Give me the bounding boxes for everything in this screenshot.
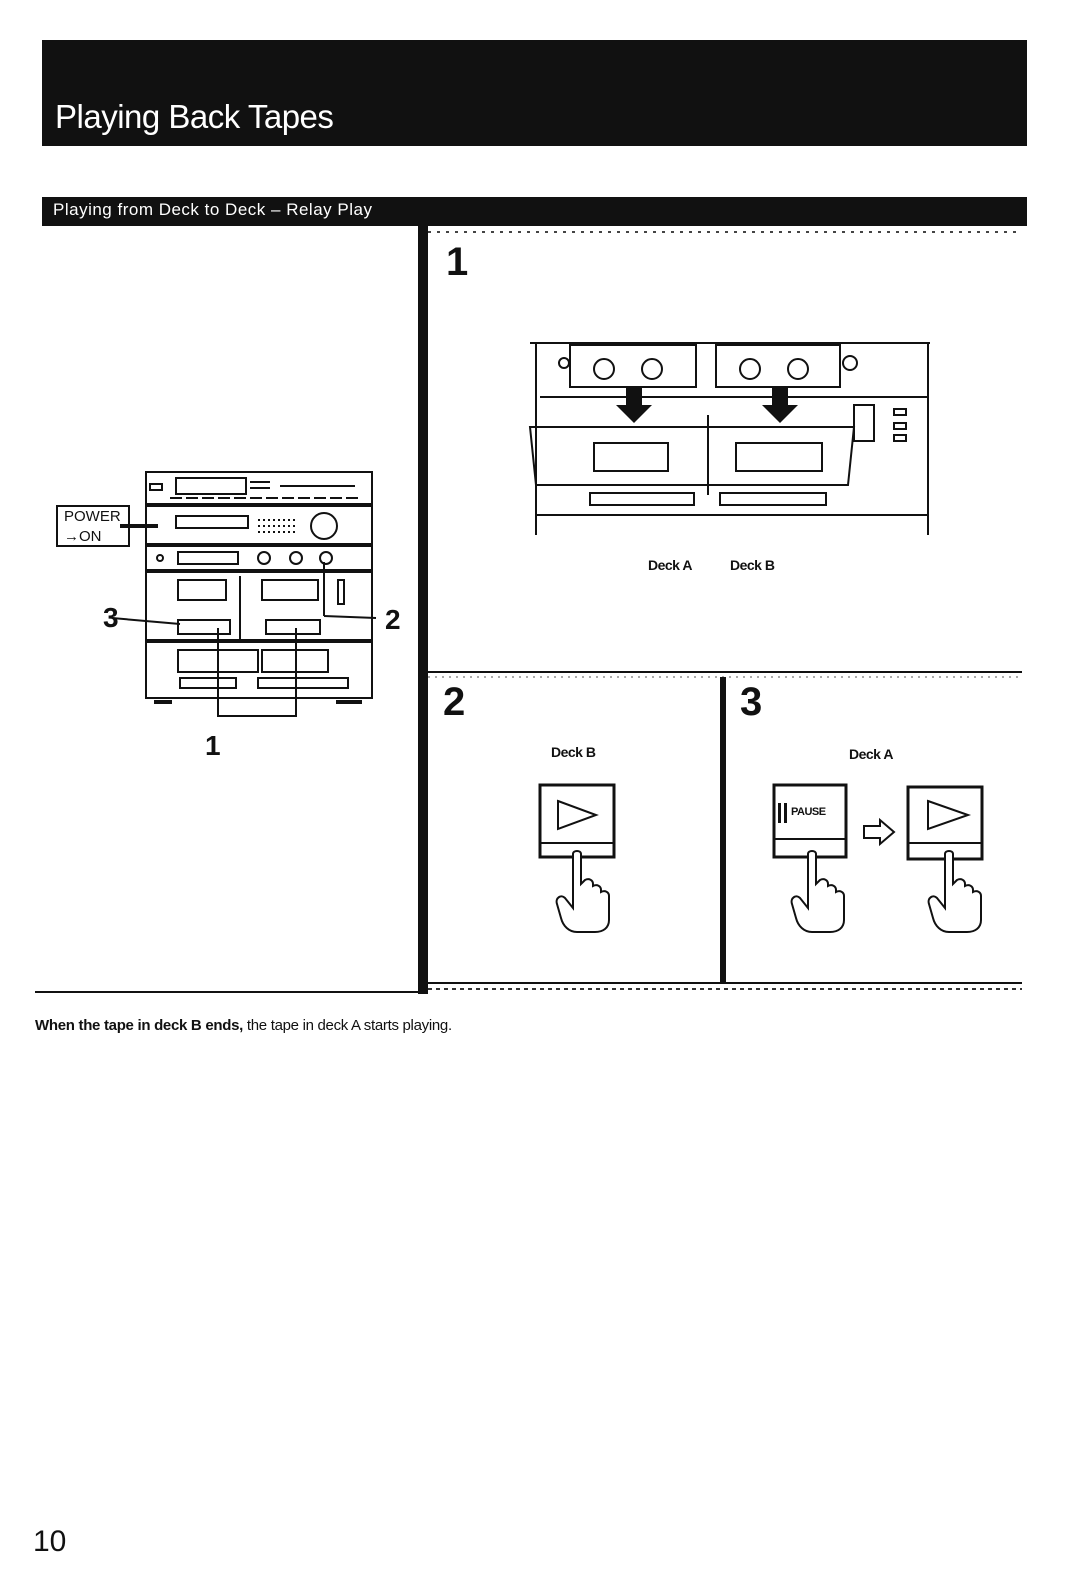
power-on-label: →ON bbox=[64, 527, 128, 547]
hand-press-icon bbox=[555, 850, 615, 935]
step-2-deck-label: Deck B bbox=[551, 744, 595, 760]
relay-note-text: the tape in deck A starts playing. bbox=[243, 1017, 452, 1034]
stereo-system-icon bbox=[140, 470, 380, 710]
relay-note: When the tape in deck B ends, the tape i… bbox=[35, 1016, 555, 1036]
step-2-number: 2 bbox=[443, 680, 465, 725]
callout-2: 2 bbox=[385, 604, 401, 636]
callout-1: 1 bbox=[205, 730, 221, 762]
page-number: 10 bbox=[33, 1525, 66, 1559]
pause-label: PAUSE bbox=[791, 806, 826, 818]
callout-3: 3 bbox=[103, 602, 119, 634]
power-label: POWER bbox=[64, 507, 128, 527]
step-1-deck-b-label: Deck B bbox=[730, 557, 774, 573]
hand-press-icon-step-3a bbox=[790, 850, 850, 935]
step-3-number: 3 bbox=[740, 680, 762, 725]
relay-note-bold: When the tape in deck B ends, bbox=[35, 1017, 243, 1034]
arrow-right-icon bbox=[862, 818, 902, 848]
power-label-box: POWER →ON bbox=[56, 505, 130, 547]
step-1-number: 1 bbox=[446, 240, 468, 285]
step-3-deck-label: Deck A bbox=[849, 746, 893, 762]
cassette-icon bbox=[530, 335, 935, 545]
hand-press-icon-step-3b bbox=[927, 850, 987, 935]
step-1-deck-a-label: Deck A bbox=[648, 557, 692, 573]
